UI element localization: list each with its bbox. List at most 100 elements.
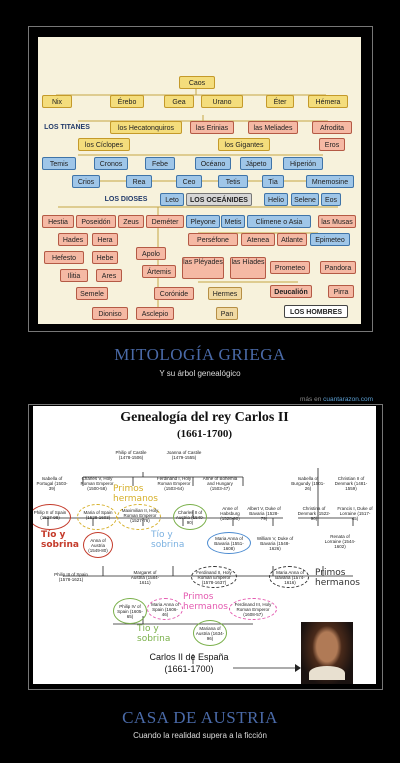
person-philip-iii: Philip III of Spain (1578-1621) (54, 572, 88, 582)
node-atlante: Atlante (277, 233, 307, 246)
carlos-ii-name: Carlos II de España (149, 652, 229, 662)
node-pandora: Pandora (320, 261, 356, 274)
habsburg-tree: Genealogía del rey Carlos II (1661-1700)… (33, 406, 376, 684)
ring-maria-spain (77, 504, 117, 530)
person-philip-castile: Philip of Castile (1478-1506) (115, 450, 147, 460)
node-dioniso: Dioniso (92, 307, 128, 320)
node-febe: Febe (145, 157, 175, 170)
credit-line: más en cuantarazon.com (300, 396, 373, 403)
node-crios: Crios (72, 175, 100, 188)
node-gigantes: los Gigantes (218, 138, 270, 151)
ring-maria-anna-bavaria2 (269, 566, 309, 588)
person-isabella-portugal: Isabella of Portugal (1503-39) (36, 476, 68, 491)
node-hiperion: Hiperión (283, 157, 323, 170)
habsburg-caption-subtitle: Cuando la realidad supera a la ficción (133, 731, 267, 740)
node-eos: Eos (321, 193, 341, 206)
person-renata: Renata of Lorraine (1544-1602) (324, 534, 356, 549)
person-charles-ii-austria: Charles II of Austria (1540-90) (175, 510, 205, 525)
node-demeter: Deméter (146, 215, 184, 228)
node-pan: Pan (216, 307, 238, 320)
ring-maria-anna-spain (147, 598, 183, 620)
credit-prefix: más en (300, 396, 322, 403)
person-ferdinand-ii: Ferdinand II, Holy Roman Emperor (1578-1… (196, 570, 232, 585)
ring-ferdinand-ii (191, 566, 237, 588)
mythology-subtitle: Y su árbol genealógico (159, 369, 241, 378)
carlos-ii-dates: (1661-1700) (164, 664, 214, 674)
node-temis: Temis (42, 157, 76, 170)
label-tio-sobrina-2: Tío y sobrina (151, 530, 185, 550)
ring-charles-ii-austria (173, 504, 207, 530)
person-isabella-burgundy: Isabella of Burgundy (1501-26) (291, 476, 325, 491)
node-afrodita: Afrodita (312, 121, 352, 134)
node-metis: Metis (221, 215, 245, 228)
label-tio-sobrina-3: Tío y sobrina (137, 624, 171, 644)
person-christian-ii: Christian II of Denmark (1481-1559) (334, 476, 368, 491)
label-primos-hermanos-3: Primos hermanos (183, 592, 228, 612)
ring-philip-ii (33, 504, 71, 530)
node-poseidon: Poseidón (76, 215, 116, 228)
node-artemis: Ártemis (142, 265, 176, 278)
person-maria-anna-bavaria2: Maria Anna of Bavaria (1574-1616) (275, 570, 305, 585)
person-philip-ii: Philip II of Spain (1527-98) (33, 510, 67, 520)
ring-ferdinand-iii (229, 598, 277, 620)
node-oceanides: LOS OCEÁNIDES (186, 193, 252, 206)
ring-philip-iv (113, 598, 147, 624)
node-ciclopes: los Cíclopes (78, 138, 130, 151)
person-mariana: Mariana of Austria (1634-96) (195, 626, 225, 641)
node-hestia: Hestia (42, 215, 74, 228)
node-semele: Semele (76, 287, 108, 300)
person-anna-austria: Anna of Austria (1549-80) (88, 538, 108, 553)
node-hermes: Hermes (208, 287, 242, 300)
node-eros: Eros (319, 138, 345, 151)
node-meliades: las Meliades (248, 121, 298, 134)
node-apolo: Apolo (136, 247, 166, 260)
node-mnemosine: Mnemosine (306, 175, 354, 188)
habsburg-caption-title: CASA DE AUSTRIA (122, 708, 278, 727)
credit-site-link[interactable]: cuantarazon.com (323, 396, 374, 403)
label-los-dioses: LOS DIOSES (104, 196, 148, 203)
node-leto: Leto (160, 193, 184, 206)
node-hebe: Hebe (92, 251, 118, 264)
person-francis-i: Francis I, Duke of Lorraine (1517-45) (337, 506, 373, 521)
node-rea: Rea (126, 175, 152, 188)
person-ferdinand-iii: Ferdinand III, Holy Roman Emperor (1608-… (234, 602, 272, 617)
person-william-v: William V, Duke of Bavaria (1548-1626) (256, 536, 294, 551)
node-oceano: Océano (195, 157, 231, 170)
person-maximilian-ii: Maximilian II, Holy Roman Emperor (1527-… (121, 508, 159, 523)
node-cronos: Cronos (94, 157, 128, 170)
node-urano: Urano (201, 95, 243, 108)
node-pleyades: las Pléyades (182, 257, 224, 279)
node-ilitia: Ilitia (60, 269, 88, 282)
node-pleyone: Pleyone (186, 215, 220, 228)
node-persefone: Perséfone (188, 233, 238, 246)
node-hecatonquiros: los Hecatonquiros (110, 121, 182, 134)
habsburg-title: Genealogía del rey Carlos II (120, 410, 289, 425)
person-joanna-castile: Joanna of Castile (1479-1555) (166, 450, 202, 460)
mythology-title: MITOLOGÍA GRIEGA (114, 345, 286, 364)
person-maria-spain: Maria of Spain (1528-1603) (83, 510, 113, 520)
portrait-collar (309, 666, 345, 680)
person-anne-bohemia: Anne of Bohemia and Hungary (1503-47) (202, 476, 238, 491)
node-helio: Helio (264, 193, 288, 206)
node-japeto: Jápeto (240, 157, 272, 170)
node-nix: Nix (42, 95, 72, 108)
node-coronide: Corónide (154, 287, 194, 300)
ring-maximilian-ii (117, 504, 161, 530)
node-los-hombres: LOS HOMBRES (284, 305, 348, 318)
person-margaret: Margaret of Austria (1584-1611) (130, 570, 160, 585)
node-ares: Ares (96, 269, 122, 282)
mythology-tree: Caos Nix Érebo Gea Urano Éter Hémera LOS… (38, 37, 361, 324)
label-primos-hermanos-1: Primos hermanos (113, 484, 158, 504)
node-pirra: Pirra (328, 285, 354, 298)
node-atenea: Atenea (241, 233, 275, 246)
node-gea: Gea (164, 95, 194, 108)
node-hefesto: Hefesto (44, 251, 84, 264)
label-tio-sobrina-1: Tío y sobrina (41, 530, 79, 550)
node-erebo: Érebo (110, 95, 144, 108)
person-maria-anna-spain: Maria Anna of Spain (1606-46) (151, 602, 179, 617)
node-asclepio: Asclepio (136, 307, 174, 320)
carlos-ii-portrait (301, 622, 353, 684)
person-anne-habsburg: Anne of Habsburg (1528-90) (220, 506, 240, 521)
person-christina-denmark: Christina of Denmark (1522-90) (297, 506, 331, 521)
habsburg-dates: (1661-1700) (177, 428, 232, 440)
